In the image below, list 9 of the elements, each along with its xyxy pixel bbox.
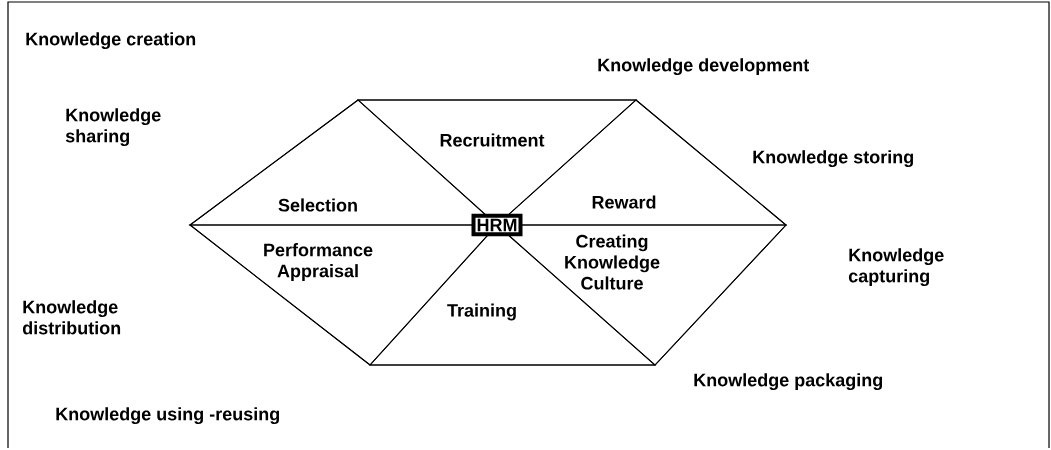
knowledge-label: Knowledge development xyxy=(598,58,809,76)
knowledge-label: Knowledge creation xyxy=(26,32,196,50)
knowledge-label: Knowledge packaging xyxy=(694,373,882,391)
knowledge-label: Knowledge distribution xyxy=(22,300,121,335)
knowledge-label: Knowledge capturing xyxy=(848,248,944,287)
knowledge-label: Knowledge using -reusing xyxy=(56,407,279,425)
center-box: HRM xyxy=(471,213,523,237)
knowledge-label: Knowledge sharing xyxy=(65,108,161,147)
knowledge-label: Knowledge storing xyxy=(753,150,913,168)
